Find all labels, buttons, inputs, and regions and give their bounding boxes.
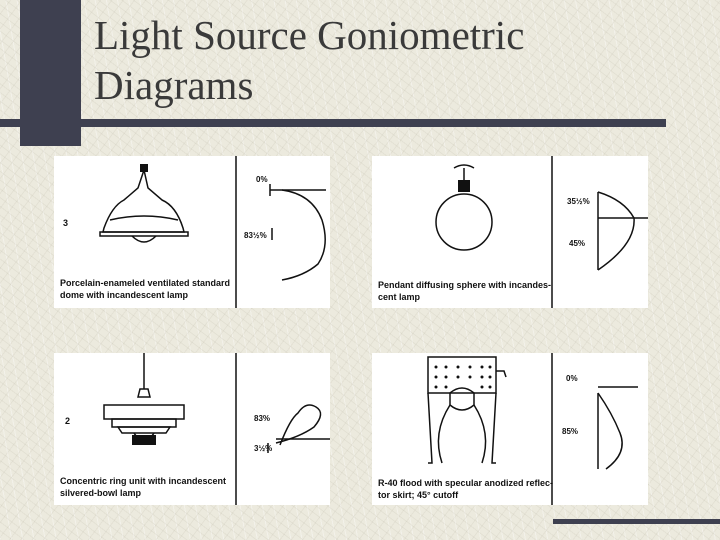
vent-holes-icon	[434, 365, 492, 389]
percent-label-bottom: 45%	[569, 239, 586, 248]
percent-label-bottom: 83½%	[244, 231, 267, 240]
bowl-lamp-icon	[132, 435, 156, 445]
decorative-horizontal-bar	[0, 119, 666, 127]
percent-label-bottom: 3½%	[254, 444, 273, 453]
dome-lamp-figure	[99, 156, 326, 308]
percent-label-top: 0%	[566, 374, 578, 383]
dome-top-icon	[140, 164, 148, 172]
percent-label-top: 35½%	[567, 197, 590, 206]
sphere-lamp-figure	[435, 156, 648, 308]
flood-lamp-figure	[427, 353, 638, 505]
percent-label-bottom: 85%	[562, 427, 579, 436]
panel-caption: Porcelain-enameled ventilated standard d…	[60, 278, 231, 300]
decorative-bottom-bar	[553, 519, 720, 524]
sphere-socket-icon	[458, 180, 470, 192]
ring-lamp-figure	[103, 353, 330, 505]
percent-label-top: 0%	[256, 175, 268, 184]
diagram-panel-sphere: 35½% 45% Pendant diffusing sphere with i…	[372, 156, 648, 308]
panel-caption: Pendant diffusing sphere with incandes- …	[378, 280, 552, 302]
diagram-panel-dome: 3 0% 83½% Porcelain-enameled ventilated …	[54, 156, 330, 308]
diagram-panel-flood: 0% 85% R-40 flood with specular anodized…	[372, 353, 648, 505]
panel-caption: R-40 flood with specular anodized reflec…	[378, 478, 554, 500]
panel-number: 3	[63, 218, 69, 228]
diagram-panel-ring: 2 83% 3½% Concentric ring unit with inca…	[54, 353, 330, 505]
panel-caption: Concentric ring unit with incandescent s…	[60, 476, 227, 498]
panel-number: 2	[65, 416, 71, 426]
percent-label-top: 83%	[254, 414, 271, 423]
slide-title: Light Source Goniometric Diagrams	[94, 12, 525, 108]
